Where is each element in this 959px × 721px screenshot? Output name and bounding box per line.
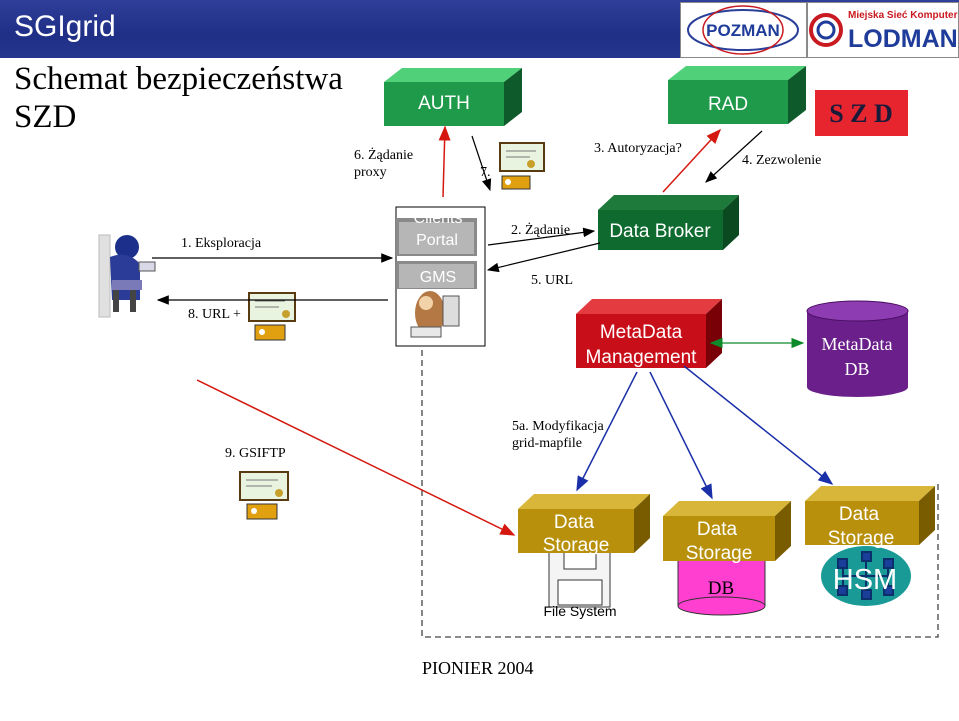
label-step6-line1: 6. Żądanie bbox=[354, 148, 414, 163]
label-step1: 1. Eksploracja bbox=[181, 236, 262, 251]
label-step9: 9. GSIFTP bbox=[225, 446, 286, 461]
arrow-2-request bbox=[487, 227, 596, 246]
label-step2: 2. Żądanie bbox=[511, 223, 571, 238]
data-storage-hsm: Data Storage HSM bbox=[805, 486, 935, 606]
label-step5a-line2: grid-mapfile bbox=[512, 436, 582, 451]
arrow-6-proxy-request bbox=[438, 125, 451, 198]
hsm-label: HSM bbox=[833, 564, 897, 596]
certificate-icon-3 bbox=[239, 471, 289, 520]
auth-box: AUTH bbox=[384, 68, 522, 126]
auth-label: AUTH bbox=[418, 93, 470, 114]
page-title-line1: Schemat bezpieczeństwa bbox=[14, 61, 343, 97]
label-step5a: 5a. Modyfikacja grid-mapfile bbox=[512, 418, 604, 452]
metadata-db-label-1: MetaData bbox=[822, 334, 893, 354]
data-storage-db: Data Storage DB bbox=[663, 501, 791, 616]
arrow-5-url bbox=[486, 242, 601, 273]
gms-box: GMS bbox=[396, 261, 477, 289]
metadata-management-box: MetaData Management bbox=[576, 299, 722, 368]
ds1-label-2: Storage bbox=[543, 535, 610, 556]
ds1-label-1: Data bbox=[554, 512, 595, 533]
arrow-9-gsiftp bbox=[196, 379, 516, 536]
certificate-icon-2 bbox=[248, 292, 296, 341]
label-step7: 7. bbox=[480, 165, 491, 180]
label-step5: 5. URL bbox=[531, 273, 573, 288]
szd-badge: S Z D bbox=[815, 90, 908, 136]
ds2-label-2: Storage bbox=[686, 543, 753, 564]
lodman-name: LODMAN bbox=[848, 25, 958, 53]
metadata-db-label-2: DB bbox=[844, 359, 869, 379]
footer-text: PIONIER 2004 bbox=[422, 658, 534, 678]
file-system-label: File System bbox=[543, 603, 616, 619]
db-label: DB bbox=[708, 578, 734, 599]
arrow-5a-mapfile bbox=[576, 371, 638, 492]
clients-label: Clients bbox=[414, 210, 463, 227]
arrow-7 bbox=[471, 135, 492, 192]
clients-portal-box: Clients Portal bbox=[396, 210, 477, 256]
ds3-label-2: Storage bbox=[828, 528, 895, 549]
data-storage-file-system: Data Storage File System bbox=[518, 494, 650, 619]
data-broker-label: Data Broker bbox=[609, 221, 711, 242]
app-title: SGIgrid bbox=[14, 10, 116, 43]
label-step4: 4. Zezwolenie bbox=[742, 153, 822, 168]
portal-label: Portal bbox=[416, 232, 458, 249]
certificate-icon-1 bbox=[499, 142, 545, 190]
arrow-3-authorization bbox=[662, 128, 722, 193]
arrow-4-permission bbox=[705, 130, 763, 183]
lodman-caption: Miejska Sieć Komputerowa bbox=[848, 10, 958, 21]
rad-label: RAD bbox=[708, 94, 748, 115]
metadata-db-cylinder: MetaData DB bbox=[806, 300, 909, 397]
data-broker-box: Data Broker bbox=[598, 195, 739, 250]
page-title: Schemat bezpieczeństwa SZD bbox=[14, 60, 343, 136]
label-step8: 8. URL + bbox=[188, 307, 241, 322]
label-step6: 6. Żądanie proxy bbox=[354, 147, 413, 181]
szd-frame bbox=[421, 270, 939, 638]
label-step6-line2: proxy bbox=[354, 165, 387, 180]
label-step3: 3. Autoryzacja? bbox=[594, 141, 682, 156]
label-step5a-line1: 5a. Modyfikacja bbox=[512, 419, 604, 434]
ds2-label-1: Data bbox=[697, 519, 738, 540]
poznan-logo: POZMAN bbox=[680, 2, 807, 58]
arrow-to-storage-hsm bbox=[683, 365, 834, 485]
lodman-logo: Miejska Sieć Komputerowa LODMAN bbox=[807, 2, 959, 58]
metadata-management-label-2: Management bbox=[586, 347, 698, 368]
arrow-to-storage-db bbox=[649, 371, 713, 500]
gms-label: GMS bbox=[420, 269, 456, 286]
user-icon bbox=[98, 234, 156, 318]
metadata-management-label-1: MetaData bbox=[600, 322, 683, 343]
poznan-logo-text: POZMAN bbox=[706, 21, 780, 40]
rad-box: RAD bbox=[668, 66, 806, 124]
operator-icon bbox=[410, 291, 460, 338]
szd-label: S Z D bbox=[829, 99, 893, 128]
page-title-line2: SZD bbox=[14, 99, 77, 135]
ds3-label-1: Data bbox=[839, 504, 880, 525]
